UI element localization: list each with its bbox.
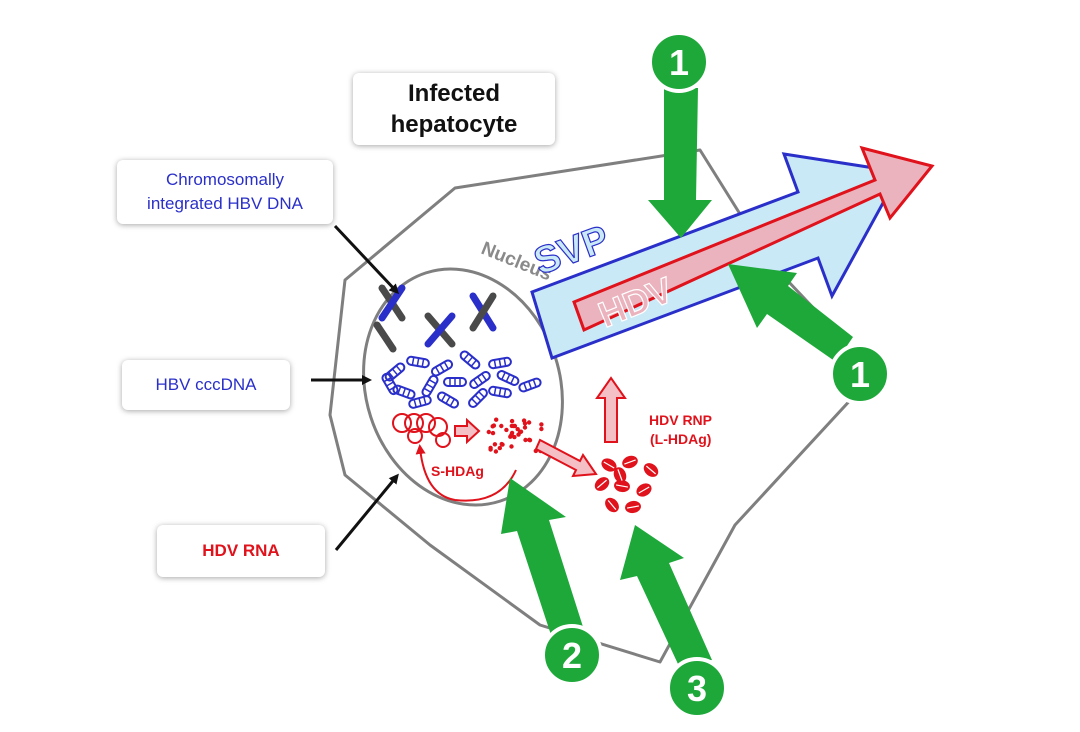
hdv-rna-text: HDV RNA [202,541,280,560]
s-hdag-dot [493,449,499,454]
cccdna-molecule [488,385,512,399]
chromosomal-line2: integrated HBV DNA [147,194,303,213]
cccdna-molecule [406,355,430,369]
s-hdag-dot [509,430,515,436]
title-line2: hepatocyte [390,111,518,138]
hdv-rnp-particle [622,455,638,469]
hdv-rnp-particle [625,500,641,514]
cccdna-molecule [496,370,520,386]
cccdna-molecule [459,350,481,370]
export-arrow [534,438,598,478]
assembly-arrow [595,376,627,443]
s-hdag-dot [509,418,515,424]
pointer-arrow-hdv-rna [334,473,399,551]
s-hdag-dot [492,442,498,447]
s-hdag-dot [511,423,516,429]
cccdna-molecule [468,388,488,408]
hdv-rna-circles [392,413,451,448]
svg-text:2: 2 [562,635,582,676]
s-hdag-feedback-arrow [415,444,517,502]
title-line1: Infected [407,80,500,107]
s-hdag-dot [491,423,497,428]
s-hdag-dot [526,420,532,425]
s-hdag-dot [518,429,524,434]
cccdna-molecule [381,372,399,396]
hdv-rnp-particles [594,455,659,514]
cccdna-molecule [518,377,542,393]
hdv-rnp-particle [601,458,617,472]
cccdna-molecule [408,395,432,409]
green-arrow-step3 [620,525,712,664]
step-badge-1-right: 1 [829,343,891,405]
hdv-rnp-particle [613,467,627,483]
chromosome [469,292,497,332]
s-hdag-dot [509,444,514,449]
s-hdag-dot [497,445,502,451]
s-hdag-dot [494,417,499,422]
hdv-rnp-particle [643,463,659,477]
hbv-cccdna-label: HBV cccDNA [122,360,290,410]
chromosomes [373,284,497,353]
chromosomal-line1: Chromosomally [165,170,285,189]
hdv-rna-label: HDV RNA [157,525,325,577]
green-arrow-entry-top [648,88,712,238]
s-hdag-dot [527,437,532,442]
translation-arrow [454,417,481,445]
s-hdag-label: S-HDAg [431,463,484,479]
svg-text:3: 3 [687,668,707,709]
cccdna-molecules [381,350,542,409]
s-hdag-dot [522,425,528,430]
cccdna-molecule [384,362,406,382]
s-hdag-dot [522,421,528,426]
pointer-arrow-chromosomal [333,224,400,295]
chromosomal-hbv-dna-label: Chromosomally integrated HBV DNA [117,160,333,224]
s-hdag-dot [488,447,493,452]
cccdna-text: HBV cccDNA [155,375,257,394]
s-hdag-dot [539,422,544,427]
hdv-rnp-particle [605,497,619,513]
hdv-rnp-label-line1: HDV RNP [649,412,712,428]
cccdna-molecule [443,377,467,387]
green-inhibitor-arrows [501,88,853,664]
hdv-rnp-particle [636,483,652,497]
s-hdag-dot [523,437,528,443]
s-hdag-dot [539,426,544,432]
green-arrow-entry-right [728,264,853,362]
s-hdag-dot [516,432,521,437]
s-hdag-dots [486,417,544,454]
s-hdag-dot [490,430,496,436]
title-box: Infected hepatocyte [353,73,555,145]
cccdna-molecule [488,356,512,370]
cccdna-molecule [469,370,491,390]
s-hdag-dot [486,429,491,435]
s-hdag-dot [504,427,509,433]
s-hdag-dot [499,423,504,429]
s-hdag-dot [515,427,520,432]
hdv-rnp-particle [614,479,630,493]
hdv-rnp-particle [594,477,610,491]
green-arrow-step2 [501,478,584,635]
chromosome [373,321,397,353]
cccdna-molecule [430,359,454,377]
cccdna-molecule [436,391,460,409]
svg-text:1: 1 [669,42,689,83]
step-badge-2: 2 [541,624,603,686]
step-badge-3: 3 [666,657,728,719]
cccdna-molecule [421,374,439,398]
svg-text:1: 1 [850,354,870,395]
s-hdag-dot [499,441,504,447]
hdv-rnp-label-line2: (L-HDAg) [650,431,711,447]
chromosome [424,312,456,348]
hdv-secretion-arrow [572,145,935,333]
step-badge-1-top: 1 [648,31,710,93]
